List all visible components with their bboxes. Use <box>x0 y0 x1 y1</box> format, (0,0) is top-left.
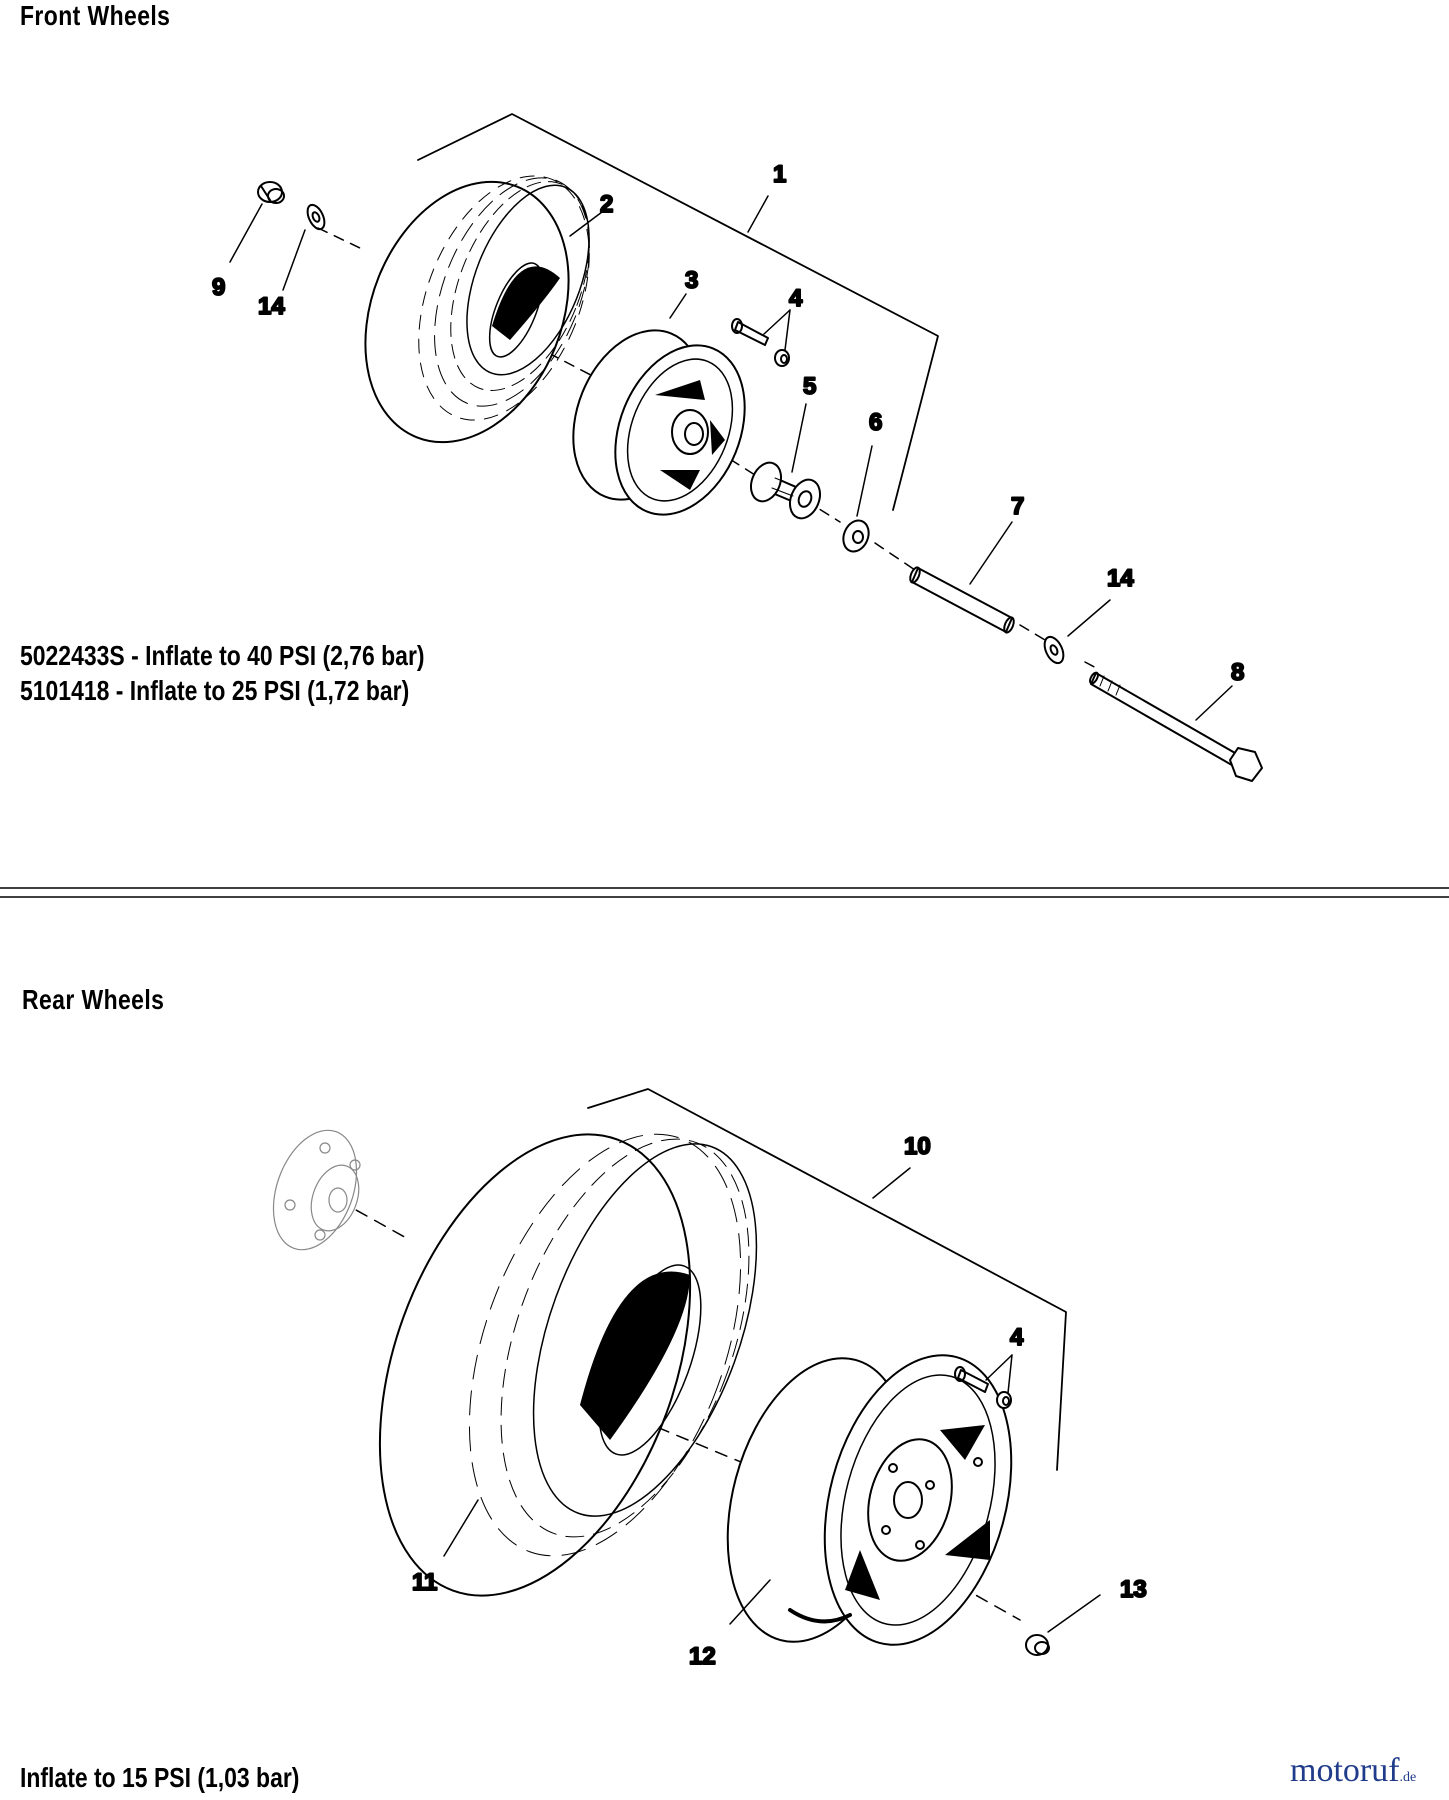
callout-14-lower: 14 <box>1107 565 1134 592</box>
rear-hub-part <box>272 1129 361 1251</box>
rear-leader-lines <box>443 1167 1101 1633</box>
callout-1: 1 <box>773 161 786 188</box>
rear-wheels-title: Rear Wheels <box>22 984 165 1015</box>
front-washer-part-lower <box>1043 635 1065 665</box>
callout-9: 9 <box>212 274 225 301</box>
front-rim-part <box>572 329 746 516</box>
callout-14-top: 14 <box>258 293 285 320</box>
front-assembly-bracket <box>417 113 939 511</box>
callout-11: 11 <box>412 1569 437 1596</box>
watermark-tld: .de <box>1399 1770 1417 1785</box>
section-divider <box>0 887 1449 898</box>
rear-rim-part <box>726 1354 1013 1646</box>
front-bushing-part <box>750 461 821 520</box>
callout-2: 2 <box>600 191 613 218</box>
callout-4-front: 4 <box>789 285 803 312</box>
front-bolt-part <box>1089 671 1263 782</box>
rear-nut-part <box>1025 1634 1050 1656</box>
front-inflate-note-1: 5022433S - Inflate to 40 PSI (2,76 bar) <box>20 640 425 671</box>
front-inflate-note-2: 5101418 - Inflate to 25 PSI (1,72 bar) <box>20 675 410 706</box>
callout-10: 10 <box>904 1133 931 1160</box>
callout-8: 8 <box>1231 659 1244 686</box>
callout-6: 6 <box>869 409 882 436</box>
front-spacer-part <box>842 519 870 553</box>
front-washer-part-top <box>306 203 326 231</box>
front-tire-part <box>364 175 590 444</box>
callout-4-rear: 4 <box>1010 1324 1024 1351</box>
motoruf-watermark-logo: motoruf.de <box>1290 1752 1416 1790</box>
front-valve-stem-part <box>731 318 790 367</box>
rear-valve-stem-part <box>954 1366 1012 1409</box>
rear-assembly-bracket <box>587 1088 1067 1471</box>
front-wheels-title: Front Wheels <box>20 0 171 31</box>
front-nut-part <box>257 181 285 204</box>
front-spacer-tube-part <box>909 566 1015 634</box>
callout-3: 3 <box>685 267 698 294</box>
callout-12: 12 <box>689 1643 716 1670</box>
watermark-main: motoruf <box>1290 1752 1400 1789</box>
callout-5: 5 <box>803 373 816 400</box>
callout-7: 7 <box>1011 493 1024 520</box>
rear-inflate-note: Inflate to 15 PSI (1,03 bar) <box>20 1762 300 1793</box>
callout-13: 13 <box>1120 1576 1147 1603</box>
front-leader-lines <box>229 195 1233 721</box>
rear-tire-part <box>378 1133 758 1597</box>
